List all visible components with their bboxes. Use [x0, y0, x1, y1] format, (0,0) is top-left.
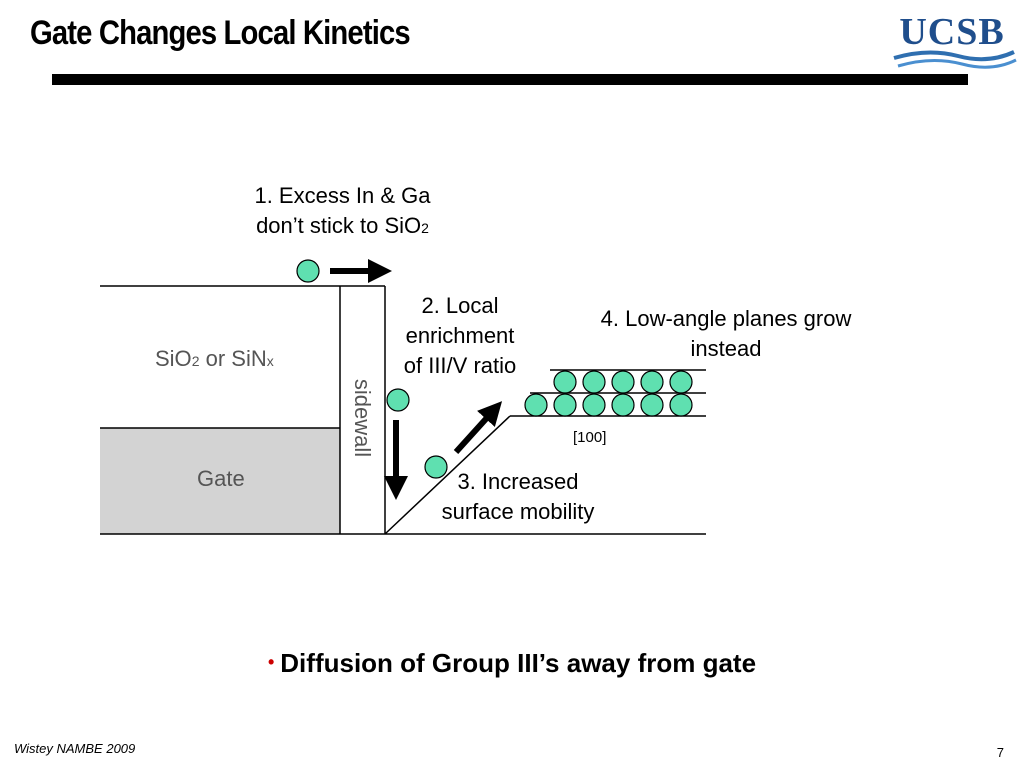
bullet-text: Diffusion of Group III’s away from gate	[280, 648, 757, 678]
dielectric-label-or: or SiN	[199, 346, 267, 371]
atom	[582, 393, 606, 417]
gate-block	[100, 428, 340, 534]
step4-label: 4. Low-angle planes grow instead	[570, 304, 882, 364]
step1-sub: 2	[421, 220, 429, 236]
atom	[582, 370, 606, 394]
arrow-up-slope	[453, 401, 503, 455]
atom	[611, 370, 635, 394]
facet-slope	[384, 415, 511, 535]
adatom	[386, 388, 410, 412]
dielectric-label-text: SiO	[155, 346, 192, 371]
ucsb-logo: UCSB	[893, 11, 1017, 69]
adatom	[424, 455, 448, 479]
bullet-dot: •	[267, 652, 275, 672]
logo-wave-2	[897, 58, 1017, 69]
atom	[611, 393, 635, 417]
step1-line1: 1. Excess In & Ga	[254, 183, 431, 208]
step1-line2: don’t stick to SiO	[256, 213, 422, 238]
adatom	[296, 259, 320, 283]
atom-rows	[524, 370, 693, 417]
step1-label: 1. Excess In & Ga don’t stick to SiO2	[230, 181, 455, 243]
step4-line1: 4. Low-angle planes grow	[600, 306, 852, 331]
direction-label: [100]	[573, 429, 607, 446]
step3-label: 3. Increased surface mobility	[422, 467, 614, 527]
page-number: 7	[996, 745, 1004, 760]
atom	[669, 393, 693, 417]
sidewall-label: sidewall	[350, 378, 375, 458]
step4-line2: instead	[690, 336, 762, 361]
atom	[640, 370, 664, 394]
logo-wave-1	[893, 50, 1015, 62]
adatoms	[296, 259, 448, 479]
step3-line1: 3. Increased	[457, 469, 579, 494]
step1-line2-wrap: don’t stick to SiO2	[230, 211, 455, 243]
step3-line2: surface mobility	[441, 499, 595, 524]
atom	[553, 393, 577, 417]
dielectric-label-sub2: x	[266, 353, 274, 369]
dielectric-label-sub: 2	[191, 353, 200, 369]
atom	[524, 393, 548, 417]
step2-line2: enrichment	[405, 323, 515, 348]
gate-label: Gate	[197, 466, 245, 491]
logo-text: UCSB	[899, 11, 1004, 53]
footer-text: Wistey NAMBE 2009	[14, 741, 136, 756]
bullet-item: •Diffusion of Group III’s away from gate	[0, 648, 1024, 679]
dielectric-label: SiO2 or SiNx	[155, 346, 274, 372]
atom	[669, 370, 693, 394]
step2-label: 2. Local enrichment of III/V ratio	[390, 291, 530, 381]
step2-line3: of III/V ratio	[403, 353, 517, 378]
title-underline-bar	[52, 74, 968, 85]
slide-title: Gate Changes Local Kinetics	[30, 14, 411, 52]
step2-line1: 2. Local	[421, 293, 499, 318]
atom	[640, 393, 664, 417]
atom	[553, 370, 577, 394]
